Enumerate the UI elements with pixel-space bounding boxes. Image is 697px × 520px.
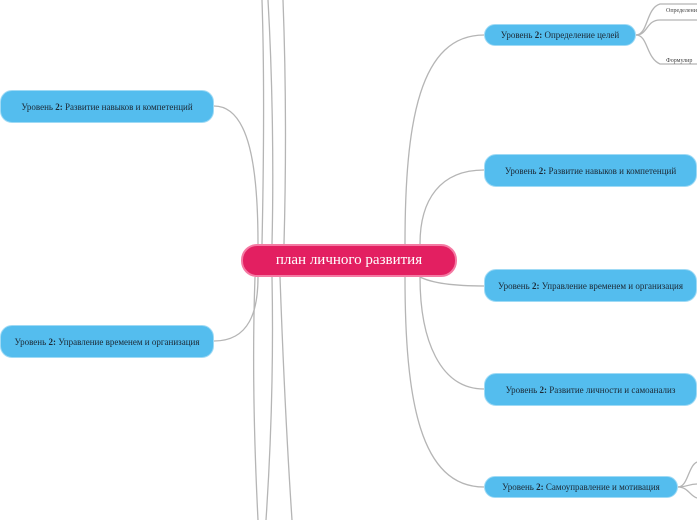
trunk-line-bottom-2 [265, 276, 274, 520]
link-right-3 [419, 276, 485, 287]
link-left-2 [213, 276, 259, 342]
topic-label: Уровень 2: Управление временем и организ… [498, 280, 683, 291]
link-sub-6 [677, 483, 697, 488]
link-right-4 [419, 276, 485, 390]
trunk-line-bottom-3 [279, 276, 293, 520]
subtopic-label[interactable]: Определени [666, 8, 697, 14]
topic-label: Уровень 2: Развитие навыков и компетенци… [21, 101, 193, 112]
trunk-line-bottom-1 [252, 276, 259, 520]
topic-label: Уровень 2: Развитие личности и самоанали… [505, 384, 676, 395]
link-left-1 [213, 105, 259, 245]
link-sub-4 [677, 461, 697, 488]
link-sub-5 [677, 486, 697, 499]
topic-left-time[interactable]: Уровень 2: Управление временем и организ… [0, 325, 214, 358]
topic-right-time[interactable]: Уровень 2: Управление временем и организ… [484, 269, 697, 302]
topic-right-motivation[interactable]: Уровень 2: Самоуправление и мотивация [484, 476, 678, 498]
topic-label: Уровень 2: Развитие навыков и компетенци… [504, 165, 677, 176]
link-sub-2 [635, 34, 697, 65]
link-right-1 [404, 34, 485, 245]
central-topic[interactable]: план личного развития [241, 244, 457, 277]
topic-right-goals[interactable]: Уровень 2: Определение целей [484, 24, 636, 46]
topic-right-personality[interactable]: Уровень 2: Развитие личности и самоанали… [484, 373, 697, 406]
trunk-line-top-3 [282, 0, 287, 245]
topic-label: Уровень 2: Управление временем и организ… [14, 336, 200, 347]
link-right-2 [419, 169, 485, 245]
subtopic-label[interactable]: Формулир [666, 58, 693, 64]
topic-label: Уровень 2: Определение целей [500, 30, 620, 40]
link-sub-3 [635, 19, 697, 36]
topic-right-skills[interactable]: Уровень 2: Развитие навыков и компетенци… [484, 154, 697, 187]
trunk-line-top-2 [267, 0, 274, 245]
trunk-line-top-1 [261, 0, 265, 245]
topic-label: Уровень 2: Самоуправление и мотивация [502, 482, 660, 492]
topic-left-skills[interactable]: Уровень 2: Развитие навыков и компетенци… [0, 90, 214, 123]
link-right-5 [404, 276, 485, 488]
central-topic-label: план личного развития [275, 252, 423, 268]
